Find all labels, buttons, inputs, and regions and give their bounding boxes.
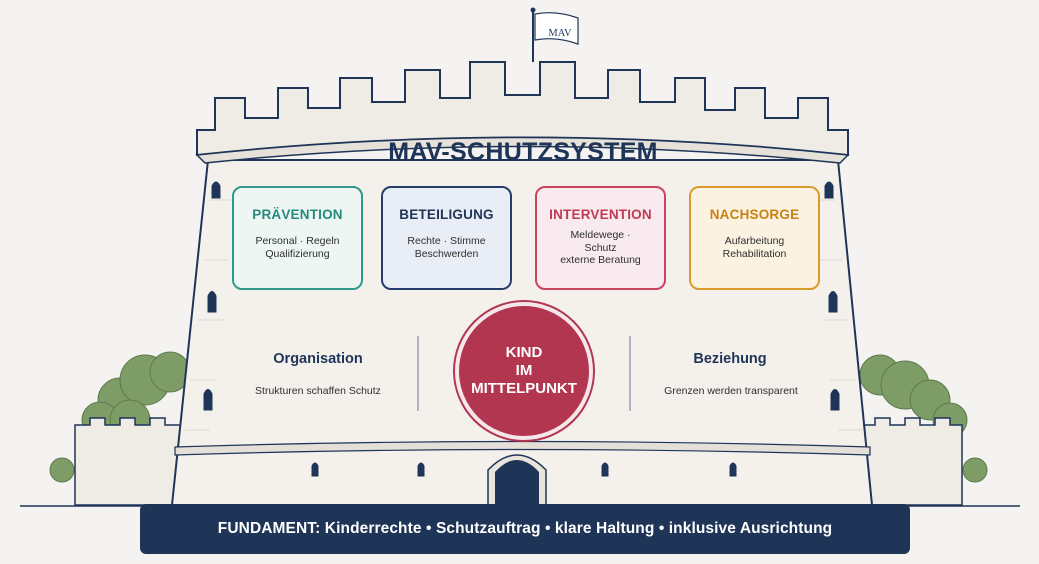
- foundation-text: FUNDAMENT: Kinderrechte • Schutzauftrag …: [217, 520, 833, 537]
- beziehung-heading: Beziehung: [693, 351, 767, 367]
- organisation-heading: Organisation: [273, 351, 363, 367]
- center-label: KIND IM MITTELPUNKT: [471, 344, 577, 398]
- pillar-title: BETEILIGUNG: [399, 207, 494, 222]
- windows: [203, 181, 840, 477]
- base-ledge: [174, 440, 871, 456]
- left-wall: [74, 417, 186, 506]
- pillar-title: NACHSORGE: [709, 207, 800, 222]
- pillar-line: Rehabilitation: [722, 247, 787, 260]
- pillar-card-beteiligung: BETEILIGUNG Rechte · Stimme Beschwerden: [381, 186, 512, 290]
- right-wall: [854, 417, 963, 506]
- pillar-line: Aufarbeitung: [724, 235, 785, 247]
- stone-texture: [185, 199, 862, 431]
- flag-label: MAV: [548, 28, 572, 39]
- center-circle: KIND IM MITTELPUNKT: [455, 302, 593, 440]
- center-line: MITTELPUNKT: [471, 380, 577, 397]
- foundation-banner: FUNDAMENT: Kinderrechte • Schutzauftrag …: [140, 504, 910, 554]
- pillar-card-intervention: INTERVENTION Meldewege · Schutz externe …: [535, 186, 666, 290]
- organisation-text: Strukturen schaffen Schutz: [255, 385, 381, 397]
- gate-door: [495, 460, 539, 505]
- pillar-line: Beschwerden: [414, 247, 479, 260]
- pillar-card-praevention: PRÄVENTION Personal · Regeln Qualifizier…: [232, 186, 363, 290]
- pillar-line: Schutz: [584, 241, 617, 254]
- pillar-title: PRÄVENTION: [252, 207, 343, 222]
- beziehung-text: Grenzen werden transparent: [664, 385, 798, 397]
- center-line: IM: [515, 362, 533, 379]
- pillar-line: Meldewege ·: [570, 229, 631, 241]
- pillar-title: INTERVENTION: [549, 207, 652, 222]
- pillar-line: Rechte · Stimme: [407, 235, 486, 247]
- pillar-line: Qualifizierung: [265, 247, 330, 260]
- pillar-description: Meldewege · Schutz externe Beratung: [543, 229, 658, 267]
- pillar-line: externe Beratung: [560, 254, 641, 266]
- pillar-description: Personal · Regeln Qualifizierung: [240, 235, 355, 260]
- pillar-description: Aufarbeitung Rehabilitation: [697, 235, 812, 260]
- page-title: MAV-SCHUTZSYSTEM: [388, 138, 658, 166]
- pillar-description: Rechte · Stimme Beschwerden: [389, 235, 504, 260]
- parapet-ledge: [195, 136, 850, 164]
- pillar-line: Personal · Regeln: [255, 235, 340, 247]
- center-line: KIND: [505, 344, 543, 361]
- pillar-card-nachsorge: NACHSORGE Aufarbeitung Rehabilitation: [689, 186, 820, 290]
- flag: [530, 7, 579, 62]
